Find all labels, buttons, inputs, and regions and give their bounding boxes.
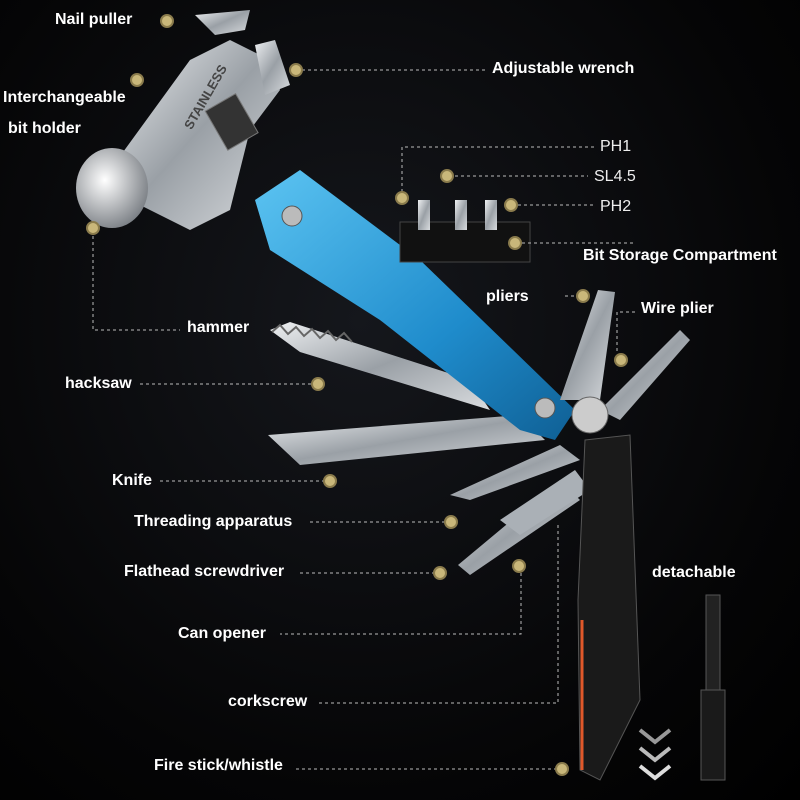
hacksaw-teeth — [271, 323, 353, 343]
knife-blade — [268, 415, 545, 465]
label-flathead: Flathead screwdriver — [124, 563, 285, 580]
adjustable-wrench-jaw — [255, 40, 290, 95]
marker-dots — [86, 14, 628, 776]
marker-adjustable-wrench — [289, 63, 303, 77]
marker-fire-stick — [555, 762, 569, 776]
nail-puller-claw — [195, 10, 250, 35]
marker-nail-puller — [160, 14, 174, 28]
label-nail-puller: Nail puller — [55, 11, 133, 28]
label-adjustable-wrench: Adjustable wrench — [492, 60, 635, 77]
fire-stick — [705, 594, 721, 696]
label-wire-plier: Wire plier — [641, 300, 714, 317]
marker-knife — [323, 474, 337, 488]
arrow-down-icon — [638, 746, 672, 763]
whistle — [700, 689, 726, 781]
pivot-screw — [534, 397, 556, 419]
hammer-face — [76, 148, 148, 228]
label-hacksaw: hacksaw — [65, 375, 132, 392]
label-hammer: hammer — [187, 319, 250, 336]
pivot-screw — [281, 205, 303, 227]
label-can-opener: Can opener — [178, 625, 267, 642]
label-knife: Knife — [112, 472, 152, 489]
arrow-down-icon — [638, 764, 672, 781]
marker-bit-holder — [130, 73, 144, 87]
label-sl45: SL4.5 — [594, 168, 636, 185]
hacksaw-blade — [270, 322, 490, 410]
label-pliers: pliers — [486, 288, 529, 305]
can-opener-tool — [500, 470, 590, 535]
bit-holder — [204, 92, 259, 151]
marker-ph2 — [504, 198, 518, 212]
marker-sl45 — [440, 169, 454, 183]
marker-flathead — [433, 566, 447, 580]
bit-sl45 — [455, 200, 467, 230]
pliers-jaw — [600, 330, 690, 420]
marker-bit-storage — [508, 236, 522, 250]
marker-wire-plier — [614, 353, 628, 367]
pliers-jaw — [560, 290, 615, 400]
label-bit-holder-line1: Interchangeable — [3, 89, 126, 106]
threading-tool — [450, 445, 580, 500]
leader-lines — [92, 69, 635, 770]
label-detachable: detachable — [652, 564, 736, 581]
marker-threading — [444, 515, 458, 529]
bit-ph1 — [418, 200, 430, 230]
label-corkscrew: corkscrew — [228, 693, 308, 710]
marker-can-opener — [512, 559, 526, 573]
marker-pliers — [576, 289, 590, 303]
label-threading: Threading apparatus — [134, 513, 293, 530]
label-fire-stick: Fire stick/whistle — [154, 757, 283, 774]
pliers-pivot — [571, 396, 609, 434]
marker-hacksaw — [311, 377, 325, 391]
label-bit-holder-line2: bit holder — [8, 120, 81, 137]
marker-hammer — [86, 221, 100, 235]
arrow-down-icon — [638, 728, 672, 745]
bit-ph2 — [485, 200, 497, 230]
label-bit-storage: Bit Storage Compartment — [583, 247, 777, 264]
label-ph2: PH2 — [600, 198, 632, 215]
hammer-head — [110, 40, 280, 230]
blue-handle — [255, 170, 575, 440]
label-ph1: PH1 — [600, 138, 632, 155]
black-handle — [577, 434, 641, 781]
marker-ph1 — [395, 191, 409, 205]
